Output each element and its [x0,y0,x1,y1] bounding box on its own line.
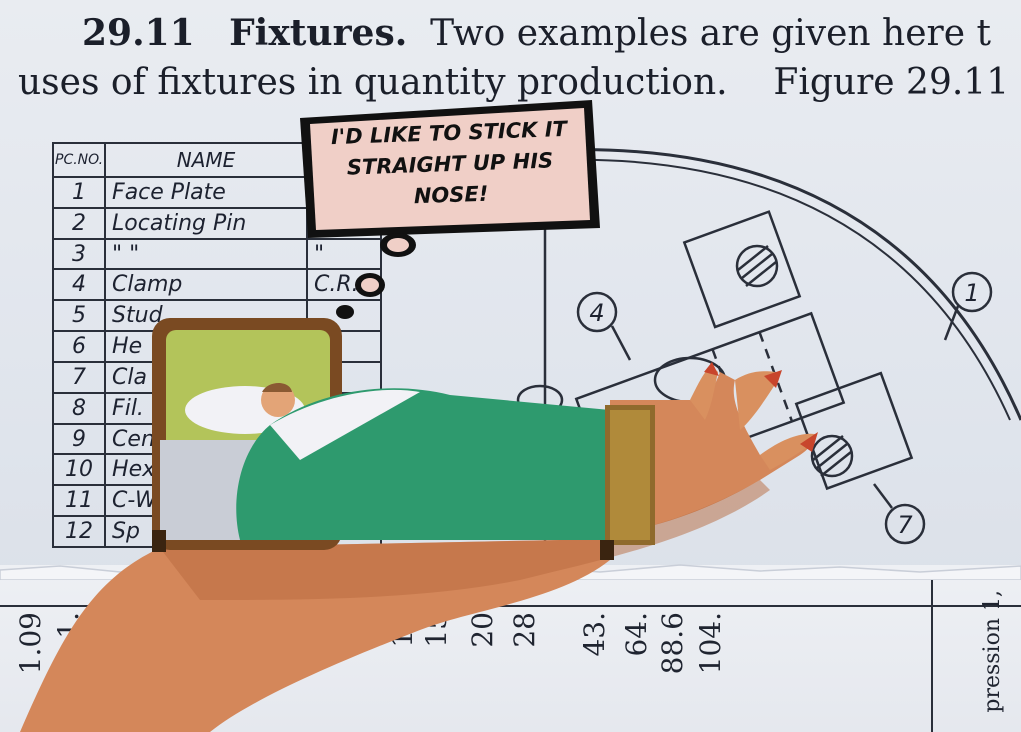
row-number: 7 [51,360,107,394]
speech-bubble-text: I'D LIKE TO STICK IT STRAIGHT UP HIS NOS… [330,116,568,209]
row-number: 2 [51,206,107,240]
row-name: " " [104,237,308,271]
figure-reference: Figure 29.11 [773,62,1010,103]
row-number: 10 [51,453,107,487]
header-line-1: 29.11 Fixtures. Two examples are given h… [82,12,991,54]
callout-label-4: 4 [589,299,604,327]
header-name: NAME [104,142,308,178]
row-number: 6 [51,330,107,363]
bed-illustration [152,318,655,560]
screw-head-icon-bottom [810,434,854,478]
row-number: 4 [51,268,107,302]
callout-circle-1 [951,271,993,313]
section-title: Fixtures. [229,12,408,54]
row-number: 8 [51,391,107,425]
header-line-2: uses of fixtures in quantity production.… [18,62,1009,103]
row-name: Locating Pin [104,206,308,240]
callout-circle-4 [576,291,618,333]
row-number: 11 [51,484,107,518]
row-material: " [306,237,382,271]
nail-icon [704,362,719,376]
row-name: Face Plate [104,176,308,209]
row-number: 3 [51,237,107,271]
row-number: 12 [51,515,107,548]
row-number: 5 [51,299,107,333]
screw-head-icon-top [735,244,779,288]
row-number: 1 [51,176,107,209]
callout-label-1: 1 [964,279,979,307]
nail-icon [800,432,818,452]
nail-icon [764,370,782,388]
row-number: 9 [51,422,107,456]
row-name: Clamp [104,268,308,302]
table-row: 3" "" [51,237,382,271]
callout-circle-7 [884,503,926,545]
header-line-2-text: uses of fixtures in quantity production. [18,62,728,103]
header-pc-no: PC.NO. [51,142,107,178]
section-number: 29.11 [82,12,195,54]
speech-bubble-shape [300,100,600,319]
header-line-1-rest: Two examples are given here t [430,13,991,54]
callout-label-7: 7 [897,511,913,539]
